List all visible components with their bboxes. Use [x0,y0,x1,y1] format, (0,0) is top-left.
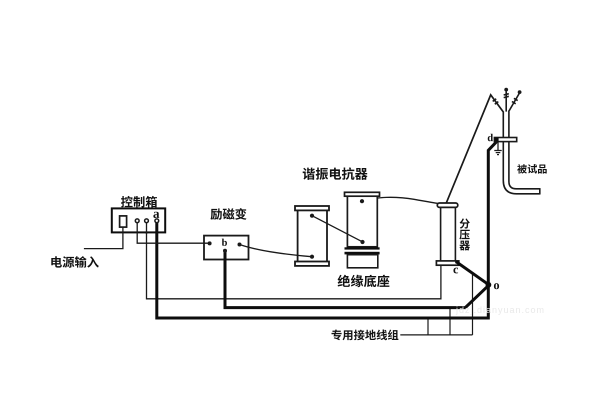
svg-text:jdzj.dianyuan.com: jdzj.dianyuan.com [455,305,544,315]
